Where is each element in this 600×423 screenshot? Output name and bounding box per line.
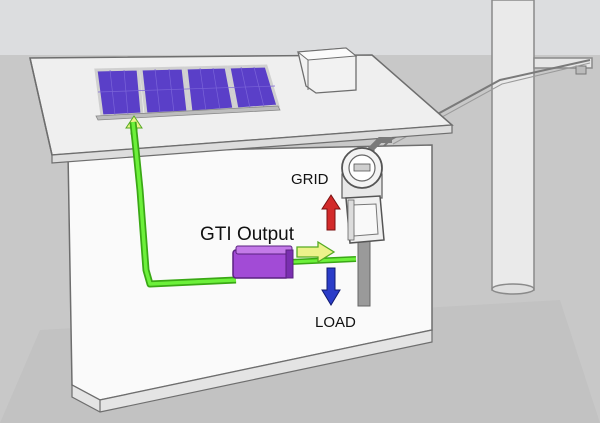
breaker-panel-icon [345,195,385,244]
roof-vent-box [296,47,358,94]
load-arrow-down-icon [321,267,341,306]
gti-to-panel-line-highlight [289,257,357,264]
grid-label: GRID [291,171,329,188]
utility-pole-icon [491,0,593,295]
gti-output-arrow-icon [296,240,336,264]
roof-side [29,57,53,156]
inverter-icon [232,245,294,279]
grid-arrow-up-icon [321,194,341,231]
solar-dc-line-highlight [131,121,237,286]
electric-meter-icon [341,147,383,199]
gti-output-label: GTI Output [200,224,294,245]
roof-fascia [51,124,453,164]
solar-panel-icon [94,64,281,121]
load-label: LOAD [315,314,356,331]
